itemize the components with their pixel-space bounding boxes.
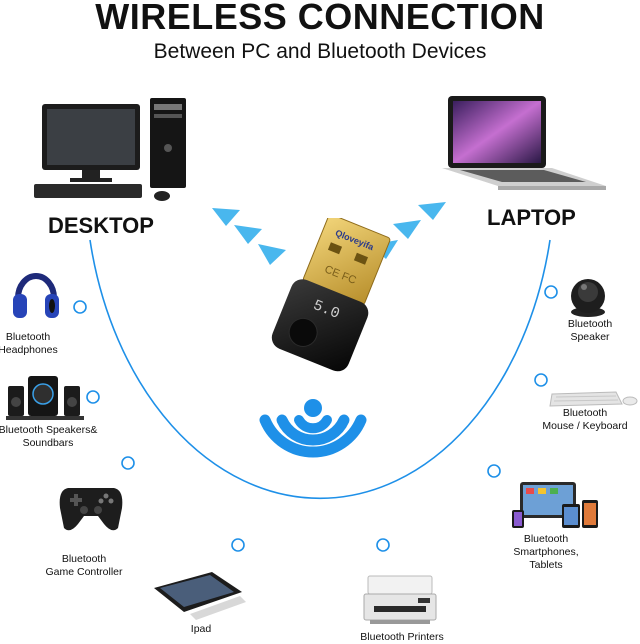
desktop-label: DESKTOP — [48, 213, 154, 238]
keyboard-mouse-icon — [549, 391, 638, 407]
gamepad-label: Bluetooth Game Controller — [45, 553, 123, 578]
speaker-label: Bluetooth Speaker — [567, 318, 613, 343]
connection-arc — [89, 239, 551, 500]
smartphones-icon — [512, 482, 598, 528]
arc-node-keyboard — [534, 373, 548, 387]
printer-icon — [363, 575, 437, 624]
arrow-right-2-icon — [393, 220, 421, 239]
desktop-computer-icon — [34, 98, 186, 201]
tablet-icon — [154, 572, 246, 620]
arrow-left-2-icon — [234, 225, 262, 244]
arrow-right-1-icon — [418, 202, 446, 220]
ipad-label: Ipad — [190, 623, 212, 635]
headphones-icon — [13, 273, 59, 318]
laptop-icon — [442, 96, 606, 190]
speakers-label: Bluetooth Speakers& Soundbars — [0, 424, 98, 449]
smartphones-label: Bluetooth Smartphones, Tablets — [513, 533, 579, 571]
bluetooth-dongle-icon: Qloveyifa CE FC 5.0 — [271, 218, 391, 372]
gamepad-icon — [59, 488, 123, 531]
keyboard-mouse-label: Bluetooth Mouse / Keyboard — [542, 407, 628, 432]
round-speaker-icon — [571, 279, 605, 317]
laptop-label: LAPTOP — [487, 205, 576, 230]
arc-node-speakers — [86, 390, 100, 404]
printer-label: Bluetooth Printers — [360, 631, 444, 643]
arc-node-speaker — [544, 285, 558, 299]
arc-node-printer — [376, 538, 390, 552]
arc-node-gamepad — [121, 456, 135, 470]
headphones-label: Bluetooth Headphones — [0, 331, 58, 356]
page-subtitle: Between PC and Bluetooth Devices — [153, 40, 487, 63]
arc-node-smartphones — [487, 464, 501, 478]
arrow-left-3-icon — [258, 244, 286, 265]
arrow-left-1-icon — [212, 208, 240, 226]
arc-node-headphones — [73, 300, 87, 314]
wireless-signal-icon — [259, 399, 367, 458]
page-title: WIRELESS CONNECTION — [95, 0, 545, 37]
speakers-icon — [6, 376, 84, 420]
arc-node-ipad — [231, 538, 245, 552]
